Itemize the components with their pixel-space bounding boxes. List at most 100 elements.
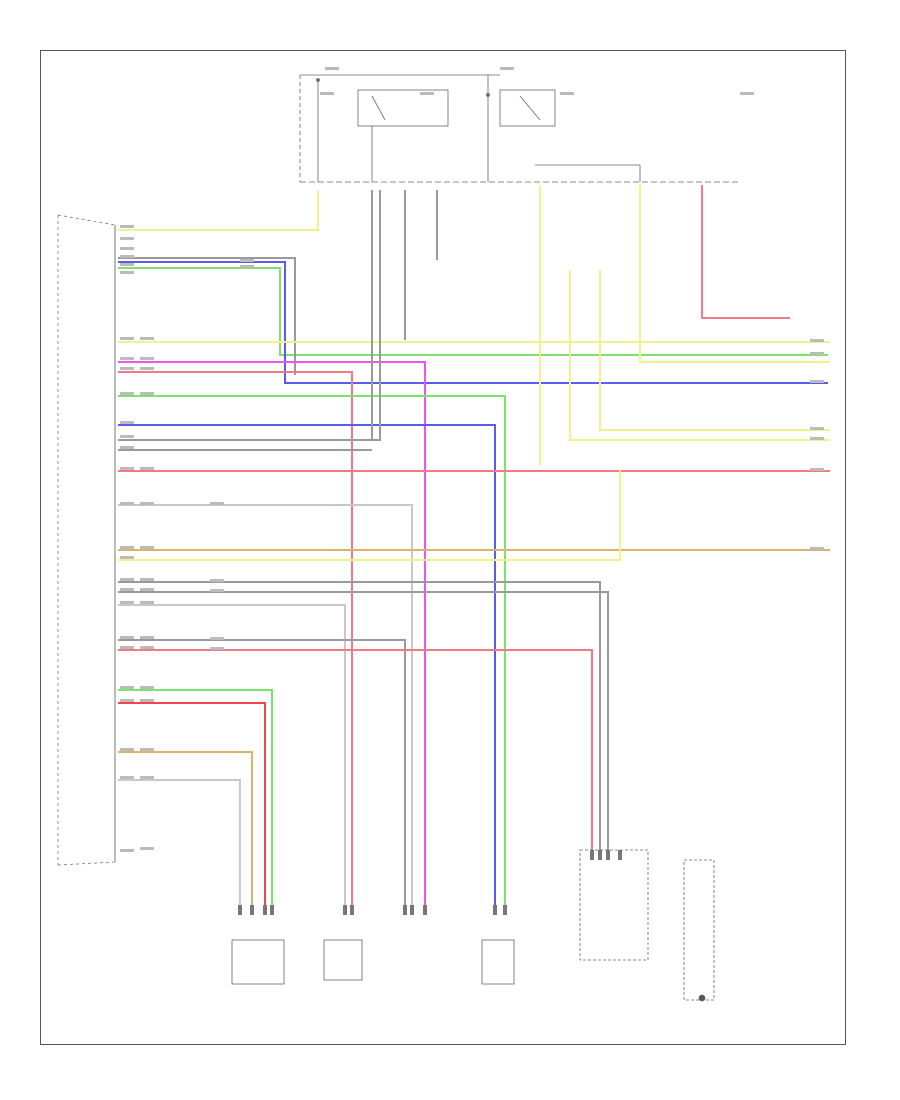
label-mark bbox=[120, 467, 134, 470]
label-mark bbox=[810, 380, 824, 383]
label-mark bbox=[810, 437, 824, 440]
connector-pin bbox=[606, 850, 610, 860]
label-mark bbox=[210, 579, 224, 582]
label-mark bbox=[120, 578, 134, 581]
wire-lightgray bbox=[118, 779, 241, 905]
label-marks bbox=[120, 67, 824, 852]
label-mark bbox=[120, 337, 134, 340]
label-mark bbox=[120, 636, 134, 639]
label-mark bbox=[810, 339, 824, 342]
label-mark bbox=[325, 67, 339, 70]
connector-pin bbox=[263, 905, 267, 915]
wire-yellow bbox=[118, 190, 319, 231]
label-mark bbox=[120, 357, 134, 360]
relay-2 bbox=[499, 89, 556, 127]
label-mark bbox=[120, 271, 134, 274]
label-mark bbox=[140, 847, 154, 850]
sensor-box-4 bbox=[579, 849, 649, 961]
connector-pin bbox=[598, 850, 602, 860]
label-mark bbox=[140, 776, 154, 779]
label-mark bbox=[140, 337, 154, 340]
wire-yellow bbox=[569, 270, 830, 441]
ecm-connector bbox=[57, 214, 116, 866]
label-mark bbox=[120, 446, 134, 449]
label-mark bbox=[120, 546, 134, 549]
label-mark bbox=[560, 92, 574, 95]
label-mark bbox=[140, 646, 154, 649]
connector-pin bbox=[238, 905, 242, 915]
label-mark bbox=[210, 647, 224, 650]
relay-1 bbox=[357, 89, 449, 127]
label-mark bbox=[140, 601, 154, 604]
label-mark bbox=[120, 601, 134, 604]
wire-tan bbox=[118, 751, 253, 905]
label-mark bbox=[120, 263, 134, 266]
wire-gray bbox=[118, 591, 609, 850]
label-mark bbox=[120, 225, 134, 228]
wire-blue bbox=[118, 424, 496, 905]
label-mark bbox=[120, 849, 134, 852]
sensor-boxes bbox=[231, 849, 715, 1002]
connector-pin bbox=[590, 850, 594, 860]
label-mark bbox=[140, 357, 154, 360]
connector-pin bbox=[343, 905, 347, 915]
label-mark bbox=[120, 556, 134, 559]
label-mark bbox=[140, 392, 154, 395]
connector-pin bbox=[618, 850, 622, 860]
wire-harness bbox=[118, 185, 830, 915]
sensor-box-1 bbox=[231, 939, 285, 985]
label-mark bbox=[120, 588, 134, 591]
label-mark bbox=[140, 578, 154, 581]
wire-pink bbox=[118, 371, 353, 910]
label-mark bbox=[240, 265, 254, 268]
wire-lightgray bbox=[118, 604, 346, 905]
connector-pin bbox=[403, 905, 407, 915]
connector-pin bbox=[250, 905, 254, 915]
wire-gray bbox=[118, 581, 601, 850]
label-mark bbox=[120, 237, 134, 240]
label-mark bbox=[120, 247, 134, 250]
label-mark bbox=[210, 502, 224, 505]
label-mark bbox=[810, 547, 824, 550]
connector-pin bbox=[493, 905, 497, 915]
wire-green bbox=[118, 689, 273, 905]
label-mark bbox=[140, 748, 154, 751]
wire-magenta bbox=[118, 361, 426, 910]
wire-pink bbox=[118, 649, 593, 850]
label-mark bbox=[140, 699, 154, 702]
wire-yellow bbox=[639, 185, 830, 363]
connector-pin bbox=[350, 905, 354, 915]
label-mark bbox=[810, 468, 824, 471]
wire-gray bbox=[118, 639, 406, 905]
wire-gray bbox=[118, 190, 381, 441]
label-mark bbox=[120, 776, 134, 779]
label-mark bbox=[140, 686, 154, 689]
label-mark bbox=[420, 92, 434, 95]
connector-pin bbox=[270, 905, 274, 915]
label-mark bbox=[740, 92, 754, 95]
label-mark bbox=[140, 467, 154, 470]
label-mark bbox=[120, 646, 134, 649]
label-mark bbox=[120, 255, 134, 258]
label-mark bbox=[120, 686, 134, 689]
label-mark bbox=[240, 259, 254, 262]
label-mark bbox=[140, 367, 154, 370]
wire-pink bbox=[701, 185, 790, 319]
connector-pin bbox=[503, 905, 507, 915]
connector-pin bbox=[410, 905, 414, 915]
label-mark bbox=[120, 502, 134, 505]
label-mark bbox=[120, 699, 134, 702]
connector-pin bbox=[423, 905, 427, 915]
label-mark bbox=[120, 367, 134, 370]
wire-green bbox=[118, 395, 506, 905]
wire-gray bbox=[118, 257, 296, 375]
sensor-box-3 bbox=[481, 939, 515, 985]
label-mark bbox=[120, 435, 134, 438]
label-mark bbox=[210, 637, 224, 640]
label-mark bbox=[210, 589, 224, 592]
label-mark bbox=[120, 748, 134, 751]
label-mark bbox=[140, 546, 154, 549]
wire-yellow bbox=[118, 470, 621, 561]
